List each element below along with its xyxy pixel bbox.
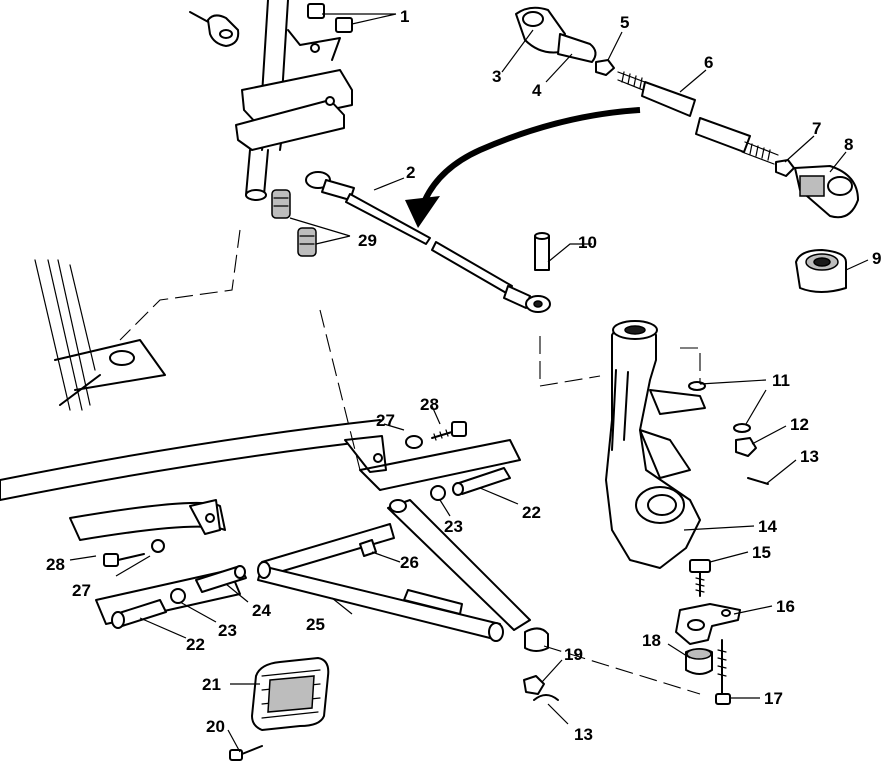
callout-8: 8 [844,135,853,154]
bushing-9 [795,249,847,293]
callout-28a: 28 [420,395,439,414]
bushing-29 [271,189,317,257]
callout-27b: 27 [72,581,91,600]
callout-3: 3 [492,67,501,86]
bolt-15 [689,559,711,597]
cotter-13b [533,694,559,701]
callout-9: 9 [872,249,881,268]
bolt-17 [715,639,731,705]
plate-16 [675,603,741,645]
direction-arrow [405,107,641,228]
washer-23a [430,485,446,501]
callout-22b: 22 [186,635,205,654]
callout-16: 16 [776,597,795,616]
pivot-tube-22a [452,467,511,496]
ball-joint-18 [685,648,713,675]
callout-labels: 1 2 3 4 5 6 7 8 9 10 11 12 13 14 15 16 1… [46,7,881,744]
callout-18: 18 [642,631,661,650]
nut-12 [735,437,757,457]
callout-22a: 22 [522,503,541,522]
callout-26: 26 [400,553,419,572]
callout-29: 29 [358,231,377,250]
callout-2: 2 [406,163,415,182]
callout-25: 25 [306,615,325,634]
callout-10: 10 [578,233,597,252]
callout-14: 14 [758,517,777,536]
cotter-13a [747,477,769,485]
sleeve-24 [195,565,247,593]
nut-19 [523,675,545,695]
leader-lines [69,13,869,753]
a-arm-25 [257,499,549,652]
assembly-guide-lines [119,229,701,695]
callout-11: 11 [772,371,790,390]
callout-15: 15 [752,543,771,562]
bolt-28a [431,421,467,441]
callout-5: 5 [620,13,629,32]
washer-27a [405,435,423,449]
callout-6: 6 [704,53,713,72]
callout-23b: 23 [218,621,237,640]
callout-20: 20 [206,717,225,736]
frame-section [34,259,166,411]
frame-rail [0,419,387,541]
callout-21: 21 [202,675,221,694]
washer-23b [170,588,186,604]
washer-27b [151,539,165,553]
callout-13b: 13 [574,725,593,744]
callout-28b: 28 [46,555,65,574]
bolt-28b [103,553,145,567]
pivot-tube-22b [111,599,167,629]
callout-27a: 27 [376,411,395,430]
bolt-20 [229,745,263,761]
callout-12: 12 [790,415,809,434]
callout-7: 7 [812,119,821,138]
guard-plate-21 [251,657,330,731]
callout-23a: 23 [444,517,463,536]
tie-rod-assembly [515,6,859,219]
callout-24: 24 [252,601,271,620]
callout-1: 1 [400,7,409,26]
callout-19: 19 [564,645,583,664]
pin-10 [534,232,550,271]
mounting-plate [95,439,521,625]
steering-post [189,0,353,201]
callout-13a: 13 [800,447,819,466]
callout-17: 17 [764,689,783,708]
spindle-14 [605,320,706,569]
grease-fitting-26 [359,539,377,557]
tie-rod-2 [305,171,551,313]
callout-4: 4 [532,81,542,100]
